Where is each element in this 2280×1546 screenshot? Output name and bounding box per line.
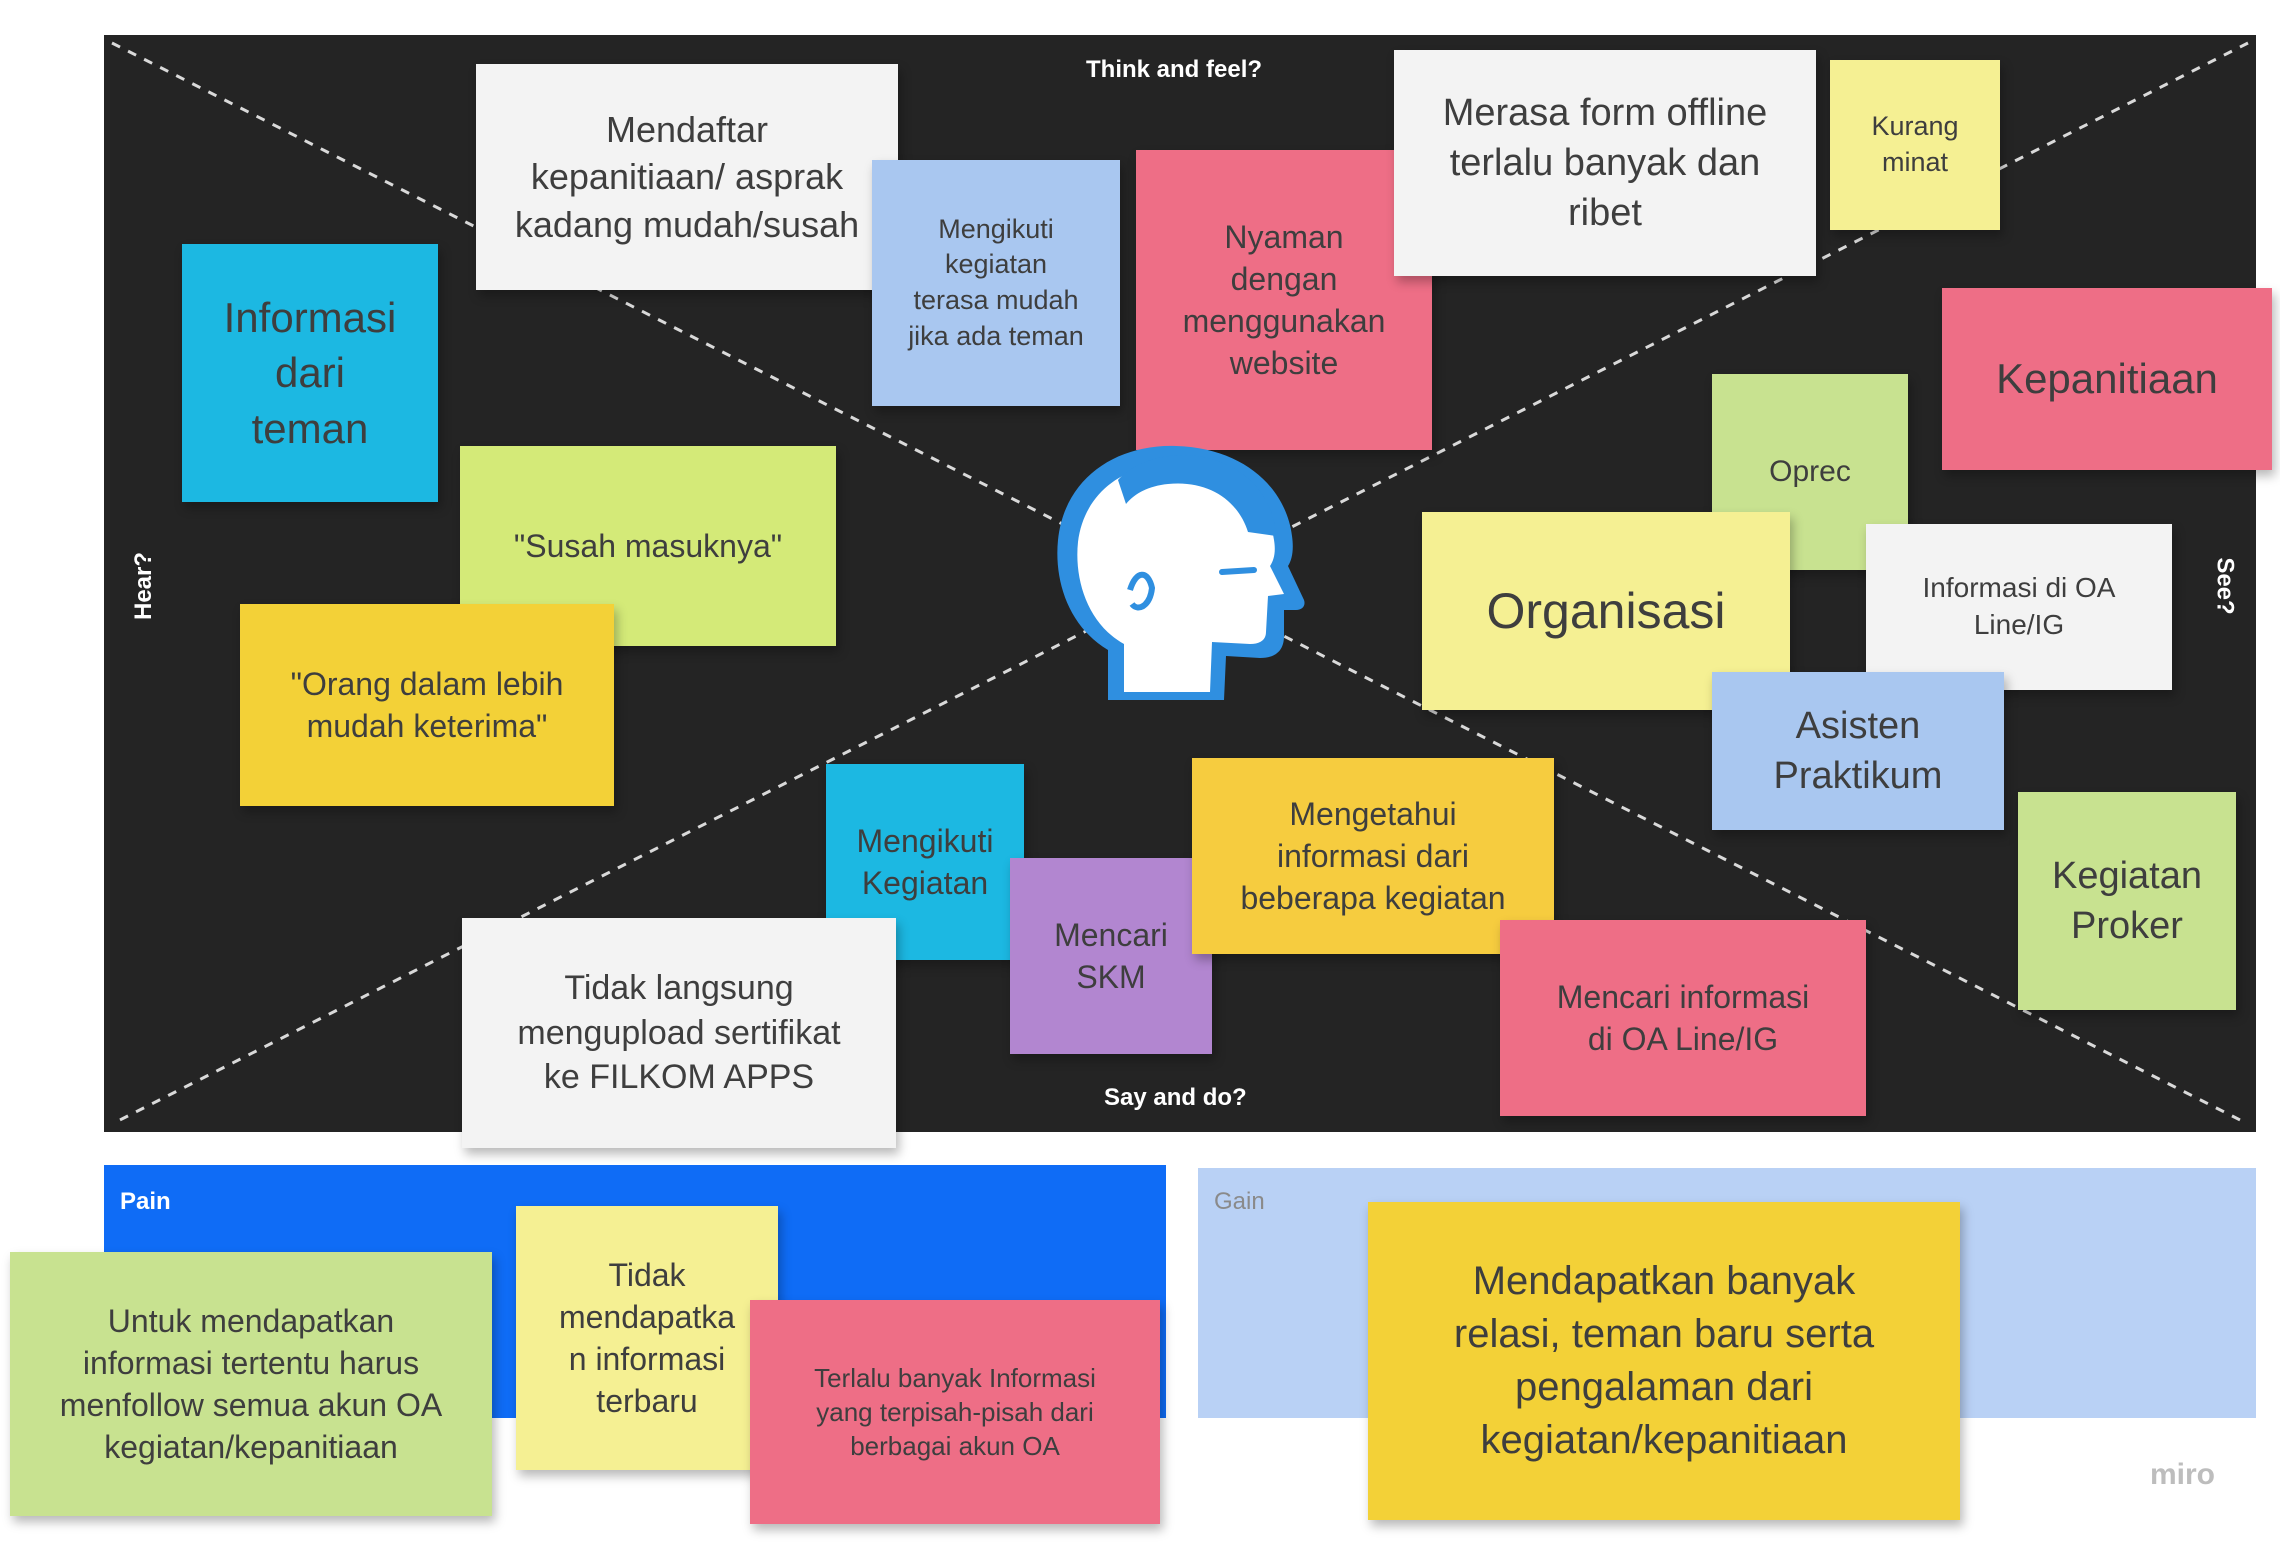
sticky-note[interactable]: Mencari SKM (1010, 858, 1212, 1054)
sticky-note[interactable]: Merasa form offline terlalu banyak dan r… (1394, 50, 1816, 276)
sticky-note[interactable]: Kepanitiaan (1942, 288, 2272, 470)
section-label-say-do: Say and do? (1104, 1084, 1247, 1111)
sticky-note[interactable]: Informasi di OA Line/IG (1866, 524, 2172, 690)
sticky-note[interactable]: Mendapatkan banyak relasi, teman baru se… (1368, 1202, 1960, 1520)
sticky-note[interactable]: Mengikuti kegiatan terasa mudah jika ada… (872, 160, 1120, 406)
sticky-note[interactable]: Mengetahui informasi dari beberapa kegia… (1192, 758, 1554, 954)
sticky-note[interactable]: Organisasi (1422, 512, 1790, 710)
sticky-note[interactable]: Asisten Praktikum (1712, 672, 2004, 830)
person-head-icon (1057, 445, 1305, 700)
sticky-note[interactable]: Nyaman dengan menggunakan website (1136, 150, 1432, 450)
section-label-see: See? (2211, 557, 2239, 615)
section-label-think-feel: Think and feel? (1086, 56, 1263, 83)
sticky-note[interactable]: Terlalu banyak Informasi yang terpisah-p… (750, 1300, 1160, 1524)
sticky-note[interactable]: Untuk mendapatkan informasi tertentu har… (10, 1252, 492, 1516)
section-label-hear: Hear? (130, 551, 158, 621)
pain-label: Pain (120, 1188, 171, 1215)
sticky-note[interactable]: "Orang dalam lebih mudah keterima" (240, 604, 614, 806)
sticky-note[interactable]: Informasi dari teman (182, 244, 438, 502)
sticky-note[interactable]: Kegiatan Proker (2018, 792, 2236, 1010)
miro-watermark: miro (2150, 1458, 2216, 1491)
sticky-note[interactable]: Tidak langsung mengupload sertifikat ke … (462, 918, 896, 1148)
sticky-note[interactable]: Mencari informasi di OA Line/IG (1500, 920, 1866, 1116)
sticky-note[interactable]: Mendaftar kepanitiaan/ asprak kadang mud… (476, 64, 898, 290)
sticky-note[interactable]: Kurang minat (1830, 60, 2000, 230)
gain-label: Gain (1214, 1188, 1265, 1215)
sticky-note[interactable]: Tidak mendapatka n informasi terbaru (516, 1206, 778, 1470)
